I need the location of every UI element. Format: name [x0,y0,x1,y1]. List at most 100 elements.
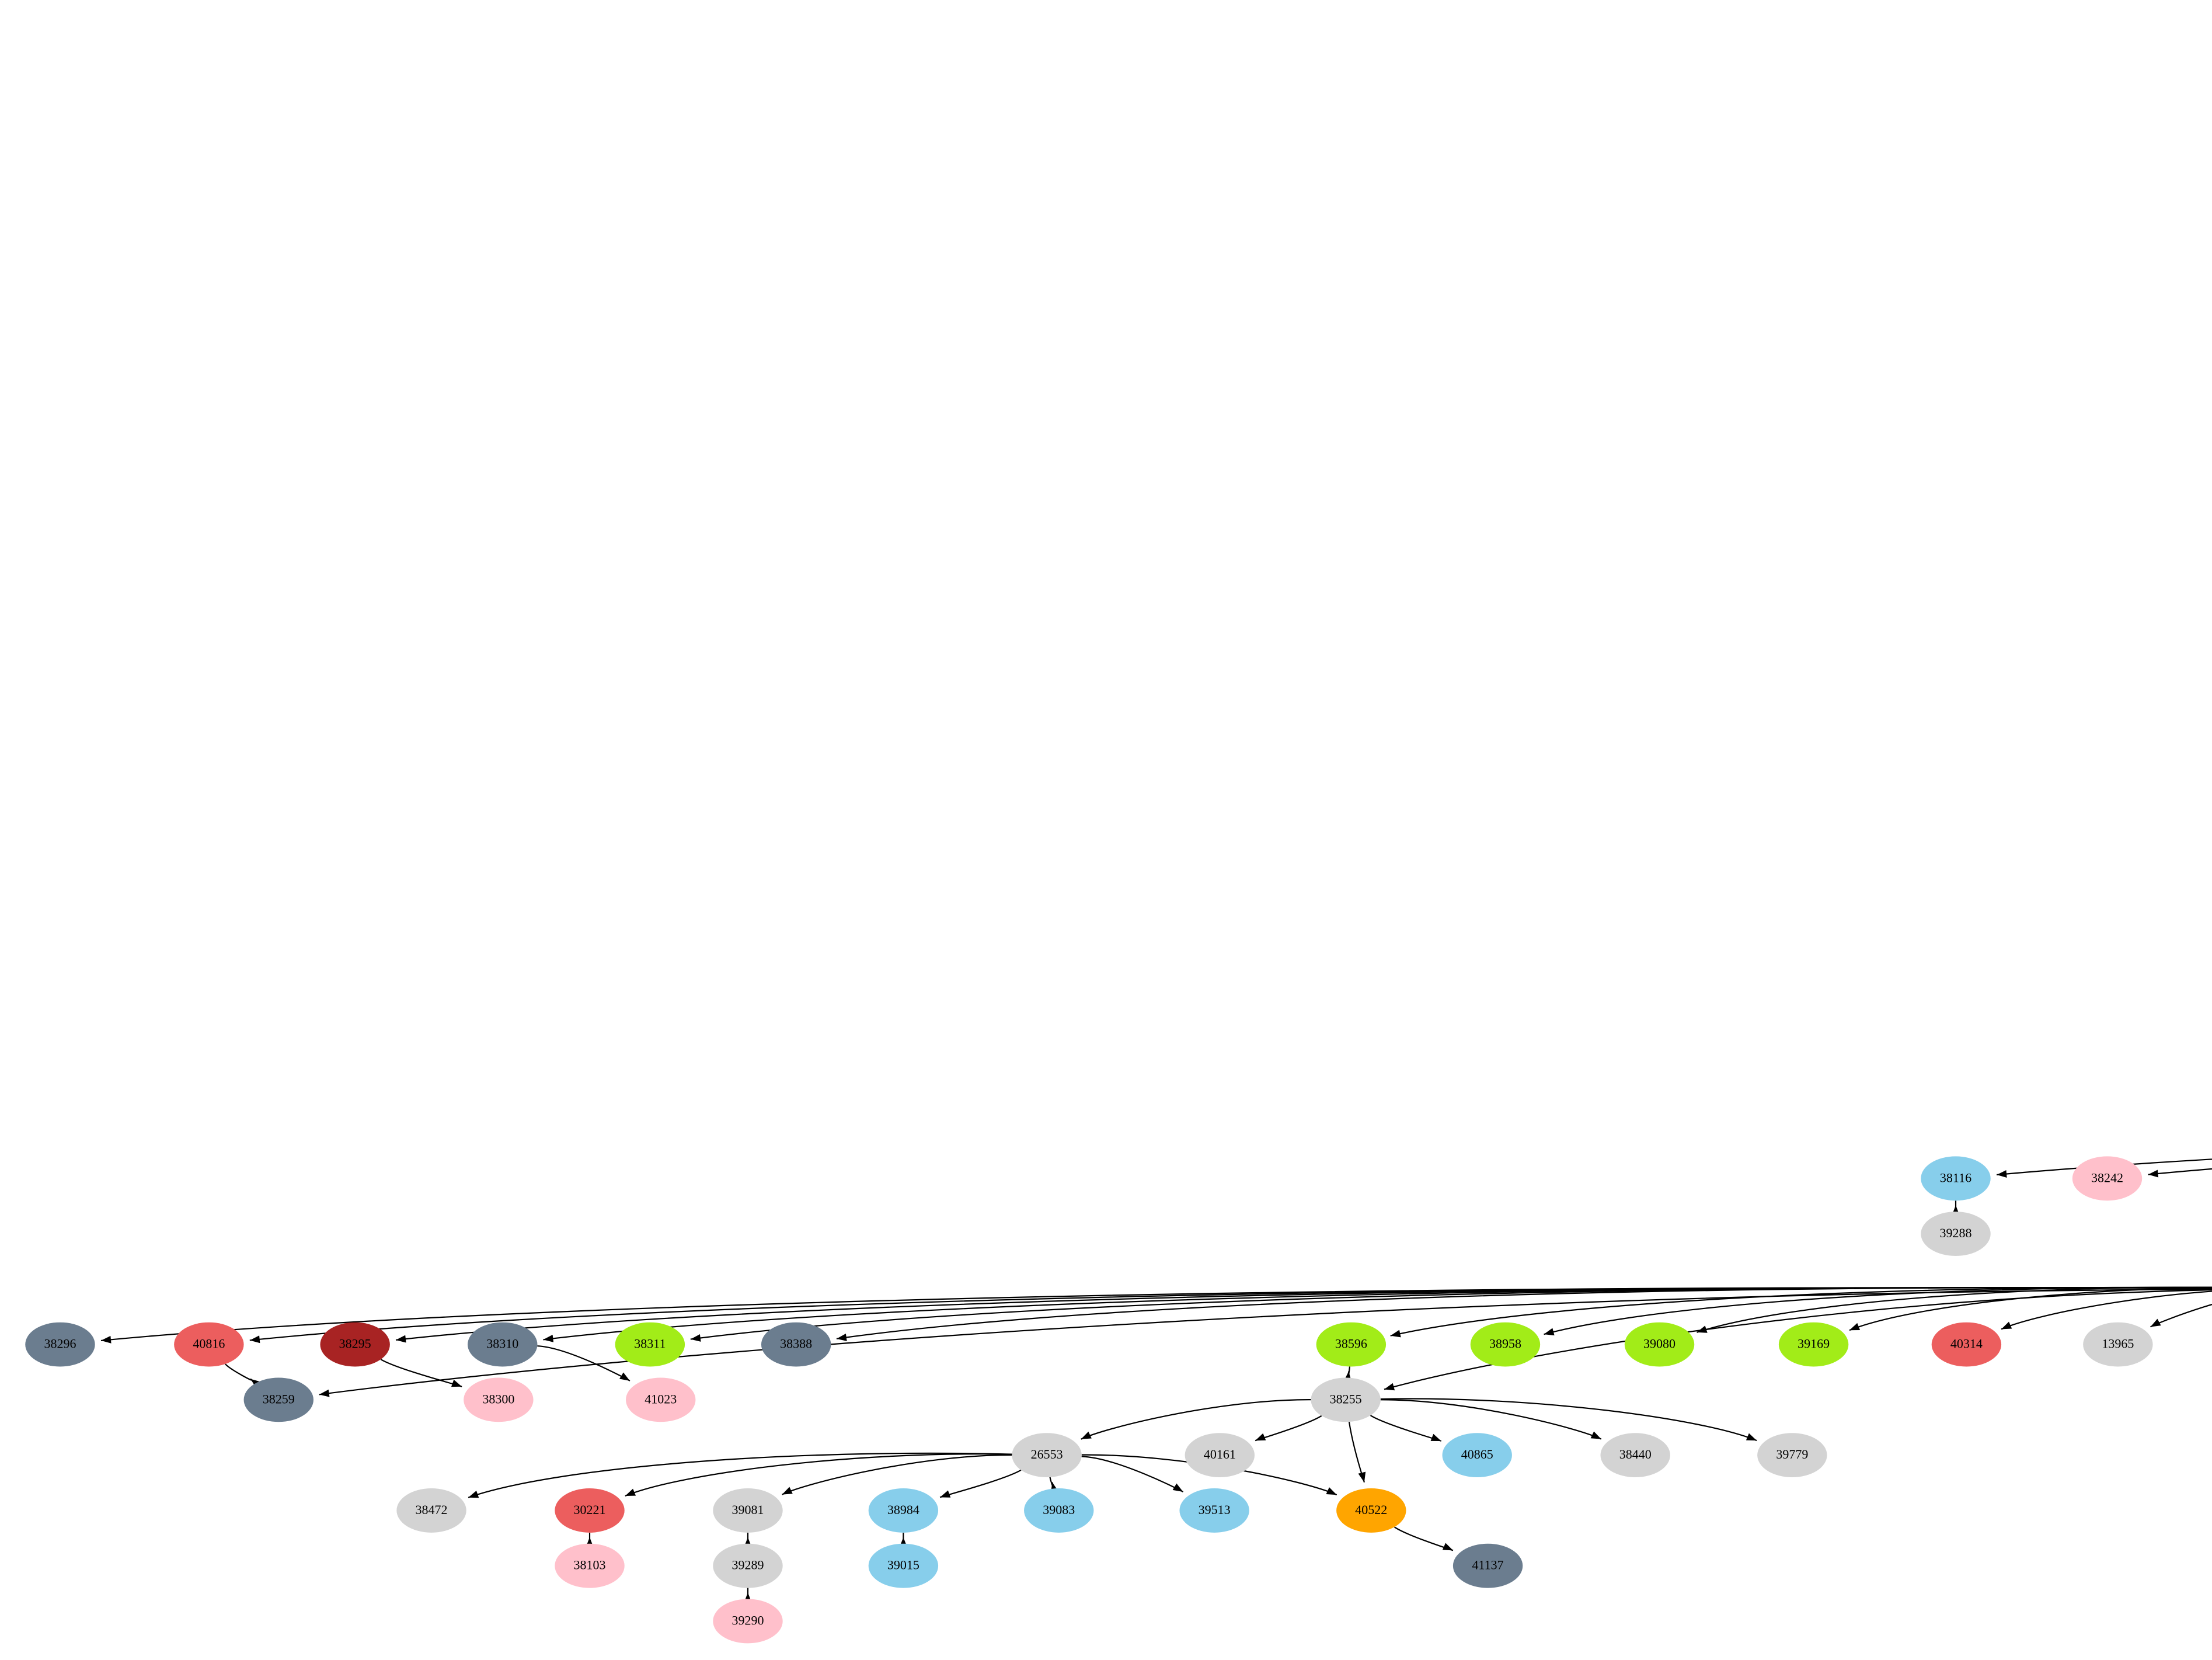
edge-arrowhead [2001,1321,2012,1330]
node-ellipse-shape[interactable] [1024,1488,1094,1533]
node-label: 26553 [1031,1447,1063,1461]
node-ellipse-shape[interactable] [555,1543,625,1588]
graph-edge [2148,1168,2212,1175]
graph-node[interactable]: 38255 [1311,1377,1381,1422]
graph-node[interactable]: 38984 [868,1488,939,1533]
node-ellipse-shape[interactable] [713,1543,783,1588]
edge-arrowhead [319,1389,330,1397]
node-ellipse-shape[interactable] [1757,1433,1827,1478]
edge-arrowhead [1430,1433,1441,1441]
node-ellipse-shape[interactable] [25,1322,95,1367]
node-label: 39015 [887,1558,919,1572]
graph-node[interactable]: 39288 [1921,1212,1991,1256]
graph-node[interactable]: 38596 [1316,1322,1387,1367]
node-label: 39779 [1776,1447,1808,1461]
node-ellipse-shape[interactable] [868,1543,939,1588]
graph-node[interactable]: 38242 [2072,1156,2143,1201]
node-ellipse-shape[interactable] [1600,1433,1670,1478]
node-ellipse-shape[interactable] [1316,1322,1387,1367]
graph-node[interactable]: 38958 [1470,1322,1541,1367]
node-label: 30221 [574,1502,606,1517]
node-label: 39290 [732,1613,764,1627]
node-ellipse-shape[interactable] [1452,1543,1523,1588]
graph-node[interactable]: 38259 [243,1377,313,1422]
edge-arrowhead [1442,1543,1454,1551]
graph-node[interactable]: 39169 [1778,1322,1849,1367]
graph-edge [625,1453,1012,1497]
node-label: 38116 [1940,1170,1971,1185]
graph-node[interactable]: 38103 [555,1543,625,1588]
graph-node[interactable]: 38300 [464,1377,534,1422]
graph-node[interactable]: 13965 [2083,1322,2153,1367]
graph-node[interactable]: 30221 [555,1488,625,1533]
graph-node[interactable]: 39513 [1179,1488,1249,1533]
edge-arrowhead [543,1334,554,1342]
edge-arrowhead [836,1333,847,1341]
node-label: 38255 [1330,1391,1362,1406]
node-ellipse-shape[interactable] [1931,1322,2002,1367]
graph-node[interactable]: 38311 [615,1322,685,1367]
node-ellipse-shape[interactable] [1012,1433,1082,1478]
graph-node[interactable]: 38388 [761,1322,831,1367]
graph-node[interactable]: 39015 [868,1543,939,1588]
node-ellipse-shape[interactable] [1921,1156,1991,1201]
graph-node[interactable]: 38116 [1921,1156,1991,1201]
graph-node[interactable]: 40161 [1185,1433,1255,1478]
graph-node[interactable]: 40816 [174,1322,244,1367]
node-ellipse-shape[interactable] [174,1322,244,1367]
graph-node[interactable]: 39083 [1024,1488,1094,1533]
node-ellipse-shape[interactable] [1470,1322,1541,1367]
node-ellipse-shape[interactable] [868,1488,939,1533]
node-ellipse-shape[interactable] [1442,1433,1512,1478]
node-ellipse-shape[interactable] [713,1599,783,1644]
graph-node[interactable]: 40522 [1336,1488,1406,1533]
node-ellipse-shape[interactable] [1336,1488,1406,1533]
edge-arrowhead [690,1334,701,1342]
node-ellipse-shape[interactable] [626,1377,696,1422]
graph-edge [468,1452,1012,1498]
node-ellipse-shape[interactable] [320,1322,390,1367]
node-ellipse-shape[interactable] [243,1377,313,1422]
node-label: 39513 [1199,1502,1231,1517]
node-ellipse-shape[interactable] [464,1377,534,1422]
node-label: 39289 [732,1558,764,1572]
graph-node[interactable]: 41137 [1452,1543,1523,1588]
graph-node[interactable]: 39080 [1624,1322,1695,1367]
graph-node[interactable]: 40865 [1442,1433,1512,1478]
graph-node[interactable]: 40314 [1931,1322,2002,1367]
node-ellipse-shape[interactable] [468,1322,538,1367]
edge-arrowhead [782,1487,793,1495]
node-ellipse-shape[interactable] [761,1322,831,1367]
graph-node[interactable]: 41023 [626,1377,696,1422]
graph-node[interactable]: 26553 [1012,1433,1082,1478]
node-ellipse-shape[interactable] [396,1488,466,1533]
node-ellipse-shape[interactable] [2083,1322,2153,1367]
graph-node[interactable]: 38295 [320,1322,390,1367]
node-ellipse-shape[interactable] [2072,1156,2143,1201]
node-label: 40314 [1950,1337,1983,1351]
node-ellipse-shape[interactable] [1185,1433,1255,1478]
node-ellipse-shape[interactable] [713,1488,783,1533]
node-ellipse-shape[interactable] [1311,1377,1381,1422]
node-label: 39083 [1043,1502,1075,1517]
node-label: 38472 [416,1502,448,1517]
node-label: 38103 [574,1558,606,1572]
node-ellipse-shape[interactable] [1921,1212,1991,1256]
graph-node[interactable]: 39289 [713,1543,783,1588]
graph-node[interactable]: 39290 [713,1599,783,1644]
graph-node[interactable]: 38472 [396,1488,466,1533]
graph-node[interactable]: 38310 [468,1322,538,1367]
node-ellipse-shape[interactable] [1778,1322,1849,1367]
graph-node[interactable]: 39081 [713,1488,783,1533]
node-ellipse-shape[interactable] [1624,1322,1695,1367]
graph-node[interactable]: 38296 [25,1322,95,1367]
edge-arrowhead [1849,1323,1861,1331]
graph-node[interactable]: 38440 [1600,1433,1670,1478]
graph-node[interactable]: 39779 [1757,1433,1827,1478]
node-ellipse-shape[interactable] [1179,1488,1249,1533]
edge-arrowhead [451,1379,462,1387]
node-ellipse-shape[interactable] [615,1322,685,1367]
node-ellipse-shape[interactable] [555,1488,625,1533]
